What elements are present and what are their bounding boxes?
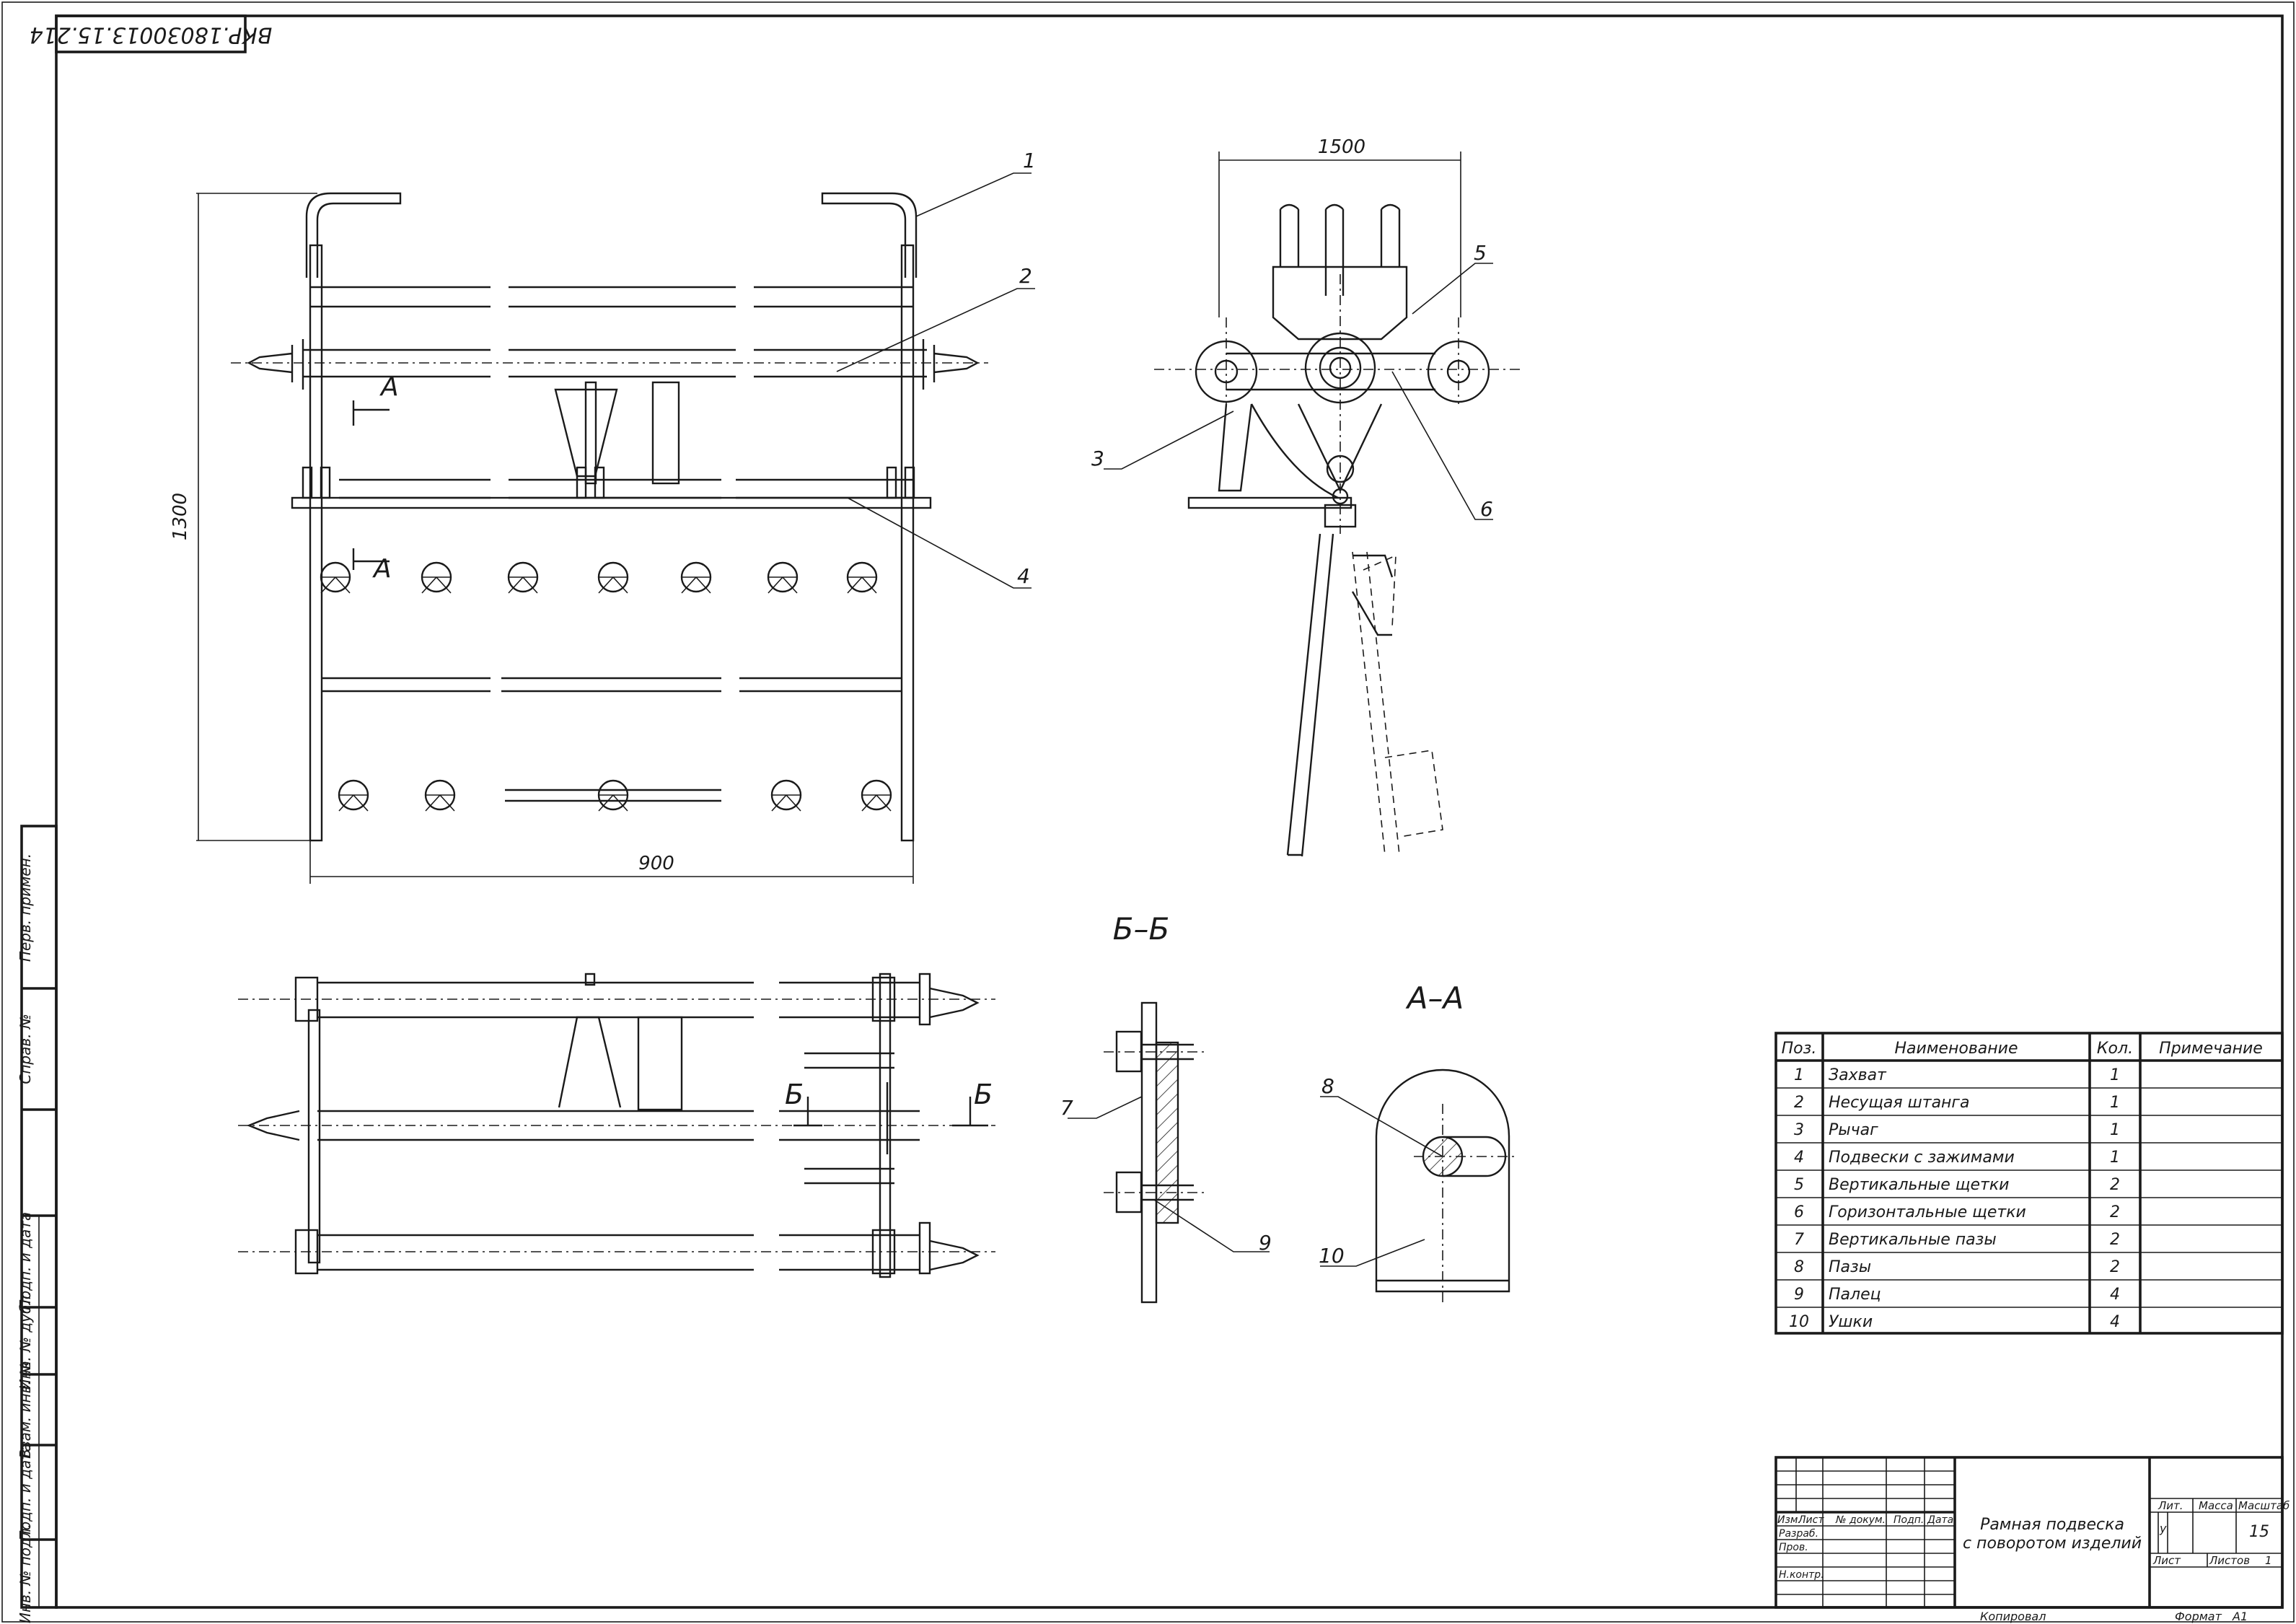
section-aa-view: А–А 8 10	[1319, 980, 1515, 1306]
spec-name: Пазы	[1829, 1258, 1871, 1276]
spec-name: Подвески с зажимами	[1829, 1149, 2015, 1167]
dim-height-front: 1300	[170, 493, 191, 540]
spec-name: Ушки	[1829, 1313, 1873, 1331]
tb-listov-value: 1	[2265, 1554, 2272, 1567]
callout-2: 2	[1019, 264, 1032, 288]
tb-col-date: Дата	[1927, 1514, 1953, 1526]
spec-name: Несущая штанга	[1829, 1094, 1969, 1112]
tb-col-izm: Изм.	[1777, 1514, 1801, 1526]
spec-pos: 1	[1794, 1066, 1804, 1084]
spec-qty: 1	[2110, 1066, 2120, 1084]
spec-name: Горизонтальные щетки	[1829, 1203, 2026, 1221]
section-aa-title: А–А	[1405, 980, 1464, 1016]
stamp-code: ВКР.18030013.15.214	[30, 22, 273, 48]
spec-qty: 1	[2110, 1121, 2120, 1139]
spec-pos: 8	[1794, 1258, 1804, 1276]
spec-pos: 5	[1794, 1176, 1804, 1194]
spec-name: Вертикальные щетки	[1829, 1176, 2009, 1194]
drawing-title-1: Рамная подвеска	[1980, 1516, 2124, 1534]
callout-9: 9	[1259, 1231, 1272, 1255]
stamp-code-box: ВКР.18030013.15.214	[30, 14, 273, 53]
side-stamp-4: Взам. инв. №	[17, 1361, 34, 1459]
spec-qty: 2	[2110, 1203, 2120, 1221]
spec-name: Палец	[1829, 1286, 1881, 1304]
tb-nkontr: Н.контр.	[1779, 1569, 1824, 1581]
spec-qty: 2	[2110, 1176, 2120, 1194]
spec-qty: 2	[2110, 1231, 2120, 1249]
side-stamp-3: Инв. № дубл.	[17, 1291, 34, 1390]
footer-format-value: А1	[2232, 1610, 2248, 1623]
spec-name: Рычаг	[1829, 1121, 1878, 1139]
footer-kopiroval: Копировал	[1980, 1610, 2046, 1623]
spec-pos: 3	[1794, 1121, 1804, 1139]
side-stamp-6: Инв. № подл.	[17, 1524, 34, 1623]
section-b-right: Б	[974, 1079, 993, 1110]
spec-table: Поз. Наименование Кол. Примечание 1 Захв…	[1774, 1032, 2284, 1335]
spec-pos: 2	[1794, 1094, 1804, 1112]
side-stamp-1: Справ. №	[17, 1014, 34, 1084]
drawing-frame	[55, 14, 2284, 1609]
drawing-title-2: с поворотом изделий	[1963, 1535, 2142, 1553]
callout-10: 10	[1319, 1244, 1345, 1268]
section-b-left: Б	[785, 1079, 804, 1110]
spec-qty: 4	[2110, 1313, 2120, 1331]
callout-7: 7	[1060, 1096, 1073, 1120]
section-a-bottom: А	[372, 554, 392, 584]
tb-col-list: Лист	[1798, 1514, 1824, 1526]
spec-header-note: Примечание	[2159, 1040, 2263, 1058]
spec-rows: 1 Захват 1 2 Несущая штанга 1 3 Рычаг 1 …	[1789, 1066, 2120, 1331]
spec-header-qty: Кол.	[2097, 1040, 2133, 1058]
dim-width-side: 1500	[1318, 136, 1365, 158]
side-stamp-5: Подп. и дата	[17, 1443, 34, 1541]
spec-qty: 4	[2110, 1286, 2120, 1304]
spec-qty: 2	[2110, 1258, 2120, 1276]
title-block: Изм. Лист № докум. Подп. Дата Разраб. Пр…	[1774, 1456, 2290, 1609]
spec-pos: 10	[1789, 1313, 1809, 1331]
callout-1: 1	[1023, 149, 1036, 172]
tb-lit-value: у	[2159, 1522, 2167, 1535]
section-bb-view: Б–Б 7 9	[1060, 911, 1272, 1304]
spec-pos: 4	[1794, 1149, 1804, 1167]
spec-qty: 1	[2110, 1149, 2120, 1167]
tb-listov: Листов	[2209, 1554, 2250, 1567]
tb-col-doc: № докум.	[1835, 1514, 1886, 1526]
tb-prov: Пров.	[1779, 1542, 1808, 1553]
callout-8: 8	[1321, 1074, 1334, 1098]
tb-razrab: Разраб.	[1779, 1528, 1818, 1540]
side-stamp-0: Перв. примен.	[17, 853, 34, 962]
callout-6: 6	[1480, 497, 1493, 521]
tb-scale-value: 15	[2249, 1523, 2269, 1541]
callout-4: 4	[1017, 564, 1030, 588]
side-stamp-2: Подп. и дата	[17, 1212, 34, 1310]
side-view: 1500 5 3 6	[1091, 136, 1522, 857]
spec-pos: 9	[1794, 1286, 1804, 1304]
tb-list: Лист	[2152, 1554, 2181, 1567]
section-bb-title: Б–Б	[1113, 911, 1170, 947]
callout-3: 3	[1091, 447, 1104, 470]
front-view: А А 1300 900 1 2 4	[170, 149, 1036, 884]
callout-5: 5	[1474, 241, 1487, 265]
spec-header-name: Наименование	[1895, 1040, 2018, 1058]
spec-qty: 1	[2110, 1094, 2120, 1112]
tb-massa: Масса	[2199, 1499, 2233, 1512]
spec-pos: 6	[1794, 1203, 1804, 1221]
spec-header-pos: Поз.	[1782, 1040, 1817, 1058]
footer-format: Формат	[2175, 1610, 2222, 1623]
spec-name: Захват	[1829, 1066, 1887, 1084]
tb-col-sign: Подп.	[1893, 1514, 1924, 1526]
section-a-top: А	[379, 372, 399, 402]
tb-masshtab: Масштаб	[2238, 1499, 2290, 1512]
dim-width-front: 900	[638, 853, 674, 874]
spec-name: Вертикальные пазы	[1829, 1231, 1997, 1249]
side-stamp-column: Перв. примен. Справ. № Подп. и дата Инв.…	[17, 825, 58, 1623]
spec-pos: 7	[1794, 1231, 1804, 1249]
top-view: Б Б	[238, 973, 995, 1278]
tb-lit: Лит.	[2158, 1499, 2183, 1512]
